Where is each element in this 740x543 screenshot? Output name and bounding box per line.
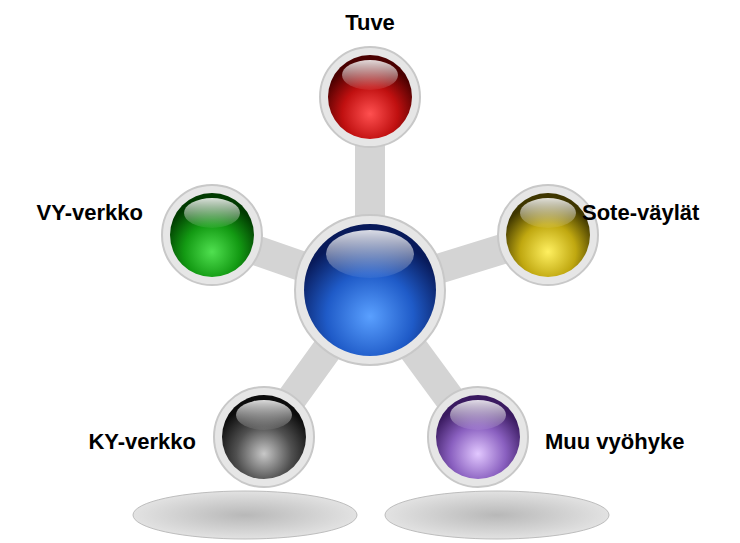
node-label: Muu vyöhyke xyxy=(545,429,684,455)
node-label: VY-verkko xyxy=(37,200,143,226)
sphere-node: Sote-väylät xyxy=(496,183,600,287)
hub-spokes xyxy=(212,97,548,437)
sphere-body xyxy=(436,395,520,479)
sphere-body xyxy=(506,193,590,277)
sphere-ring xyxy=(428,387,528,487)
floor-shadow xyxy=(385,491,609,539)
sphere-highlight xyxy=(326,230,414,278)
sphere-node: KY-verkko xyxy=(212,385,316,489)
sphere-body xyxy=(328,55,412,139)
sphere-node: VY-verkko xyxy=(160,183,264,287)
hub-ring xyxy=(295,215,445,365)
sphere-icon xyxy=(496,183,600,287)
node-label: Sote-väylät xyxy=(582,200,699,226)
sphere-ring xyxy=(320,47,420,147)
sphere-highlight xyxy=(342,60,398,90)
sphere-icon xyxy=(426,385,530,489)
floor-shadow xyxy=(133,491,357,539)
hub-sphere xyxy=(304,224,436,356)
sphere-highlight xyxy=(184,198,240,228)
sphere-node: Tuve xyxy=(318,45,422,149)
sphere-ring xyxy=(214,387,314,487)
sphere-highlight xyxy=(236,400,292,430)
sphere-body xyxy=(222,395,306,479)
sphere-node: Muu vyöhyke xyxy=(426,385,530,489)
node-label: Tuve xyxy=(345,10,395,36)
node-label: KY-verkko xyxy=(88,429,196,455)
sphere-body xyxy=(170,193,254,277)
sphere-icon xyxy=(318,45,422,149)
sphere-highlight xyxy=(450,400,506,430)
sphere-ring xyxy=(162,185,262,285)
sphere-icon xyxy=(212,385,316,489)
sphere-icon xyxy=(160,183,264,287)
sphere-highlight xyxy=(520,198,576,228)
